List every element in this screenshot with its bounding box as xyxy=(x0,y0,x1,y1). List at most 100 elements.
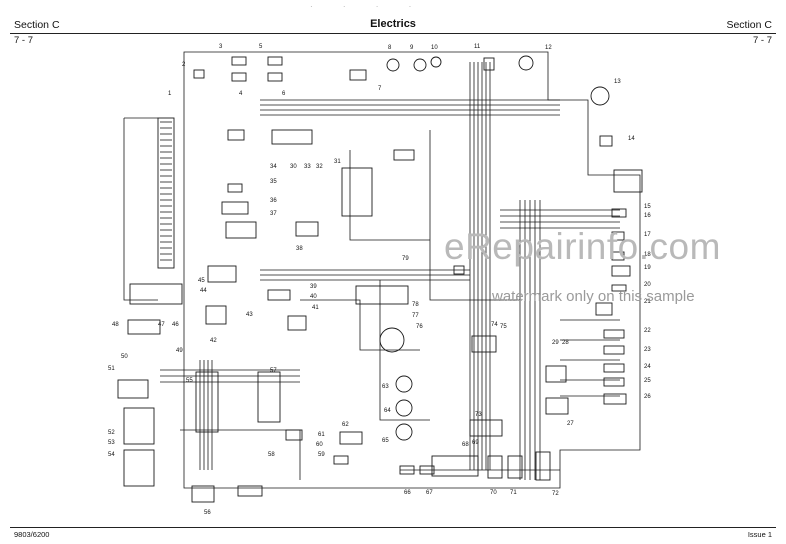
callout-label: 22 xyxy=(644,328,651,334)
unit-47 xyxy=(127,319,161,335)
callout-label: 68 xyxy=(462,442,469,448)
page-number-left: 7 - 7 xyxy=(14,35,34,46)
callout-label: 18 xyxy=(644,252,651,258)
main-connector xyxy=(157,117,175,269)
callout-label: 37 xyxy=(270,211,277,217)
callout-label: 31 xyxy=(334,159,341,165)
lamp-9 xyxy=(413,58,427,72)
callout-label: 23 xyxy=(644,347,651,353)
relay-34 xyxy=(227,129,245,141)
lamp-10 xyxy=(430,56,442,68)
branch-wire xyxy=(349,150,430,241)
callout-label: 75 xyxy=(500,324,507,330)
callout-label: 55 xyxy=(186,378,193,384)
motor-63 xyxy=(395,375,413,393)
callout-label: 26 xyxy=(644,394,651,400)
callout-label: 73 xyxy=(475,412,482,418)
unit-41 xyxy=(287,315,307,331)
callout-label: 77 xyxy=(412,313,419,319)
terminal-block-77 xyxy=(355,285,409,305)
relay-5 xyxy=(267,56,283,66)
callout-label: 64 xyxy=(384,408,391,414)
callout-label: 13 xyxy=(614,79,621,85)
callout-label: 44 xyxy=(200,288,207,294)
callout-label: 70 xyxy=(490,490,497,496)
callout-label: 69 xyxy=(472,440,479,446)
components xyxy=(117,55,643,503)
callout-label: 33 xyxy=(304,164,311,170)
relay-37 xyxy=(225,221,257,239)
unit-43 xyxy=(205,305,227,325)
callout-label: 76 xyxy=(416,324,423,330)
motor-64 xyxy=(395,399,413,417)
callout-label: 17 xyxy=(644,232,651,238)
unit-51 xyxy=(117,379,149,399)
callout-label: 57 xyxy=(270,368,277,374)
unit-70 xyxy=(487,455,503,479)
issue-label: Issue 1 xyxy=(747,530,772,539)
unit-16 xyxy=(611,208,627,218)
callout-label: 1 xyxy=(168,91,172,97)
callout-label: 24 xyxy=(644,364,651,370)
callout-label: 52 xyxy=(108,430,115,436)
callout-label: 59 xyxy=(318,452,325,458)
callout-label: 78 xyxy=(412,302,419,308)
unit-19 xyxy=(611,265,631,277)
callout-label: 65 xyxy=(382,438,389,444)
unit-23 xyxy=(603,345,625,355)
callout-label: 35 xyxy=(270,179,277,185)
branch-wire xyxy=(300,299,420,351)
scan-artifact: · · · · xyxy=(310,2,426,11)
callout-label: 58 xyxy=(268,452,275,458)
unit-27 xyxy=(545,397,569,415)
callout-label: 43 xyxy=(246,312,253,318)
callout-label: 46 xyxy=(172,322,179,328)
callout-label: 25 xyxy=(644,378,651,384)
callout-label: 67 xyxy=(426,490,433,496)
callout-label: 63 xyxy=(382,384,389,390)
callout-label: 7 xyxy=(378,86,382,92)
callout-label: 53 xyxy=(108,440,115,446)
callout-label: 6 xyxy=(282,91,286,97)
callout-label: 72 xyxy=(552,491,559,497)
unit-45 xyxy=(207,265,237,283)
callout-label: 28 xyxy=(562,340,569,346)
unit-72 xyxy=(535,451,551,481)
page-number-right: 7 - 7 xyxy=(752,35,772,46)
unit-52-53 xyxy=(123,407,155,445)
callout-label: 4 xyxy=(239,91,243,97)
header-rule xyxy=(10,33,776,34)
unit-67 xyxy=(419,465,435,475)
callout-label: 40 xyxy=(310,294,317,300)
unit-96 xyxy=(285,429,303,441)
beacon-13 xyxy=(590,86,610,106)
branch-wire xyxy=(429,130,520,301)
relay-bank-30-33 xyxy=(271,129,313,145)
callout-label: 21 xyxy=(644,299,651,305)
callout-label: 32 xyxy=(316,164,323,170)
callout-label: 54 xyxy=(108,452,115,458)
callout-label: 34 xyxy=(270,164,277,170)
unit-17 xyxy=(611,231,625,241)
callout-label: 51 xyxy=(108,366,115,372)
callout-label: 50 xyxy=(121,354,128,360)
harness-wire xyxy=(123,118,158,301)
unit-59 xyxy=(333,455,349,465)
connector-68-69 xyxy=(431,455,479,477)
callout-label: 20 xyxy=(644,282,651,288)
unit-74-75 xyxy=(471,335,497,353)
unit-54 xyxy=(123,449,155,487)
callout-label: 9 xyxy=(410,45,414,51)
unit-22 xyxy=(603,329,625,339)
unit-56 xyxy=(191,485,215,503)
relay-6 xyxy=(267,72,283,82)
callout-label: 11 xyxy=(474,44,481,50)
callout-label: 2 xyxy=(182,62,186,68)
lamp-8 xyxy=(386,58,400,72)
callout-label: 29 xyxy=(552,340,559,346)
callout-label: 12 xyxy=(545,45,552,51)
horn-12 xyxy=(518,55,534,71)
unit-46 xyxy=(129,283,183,305)
